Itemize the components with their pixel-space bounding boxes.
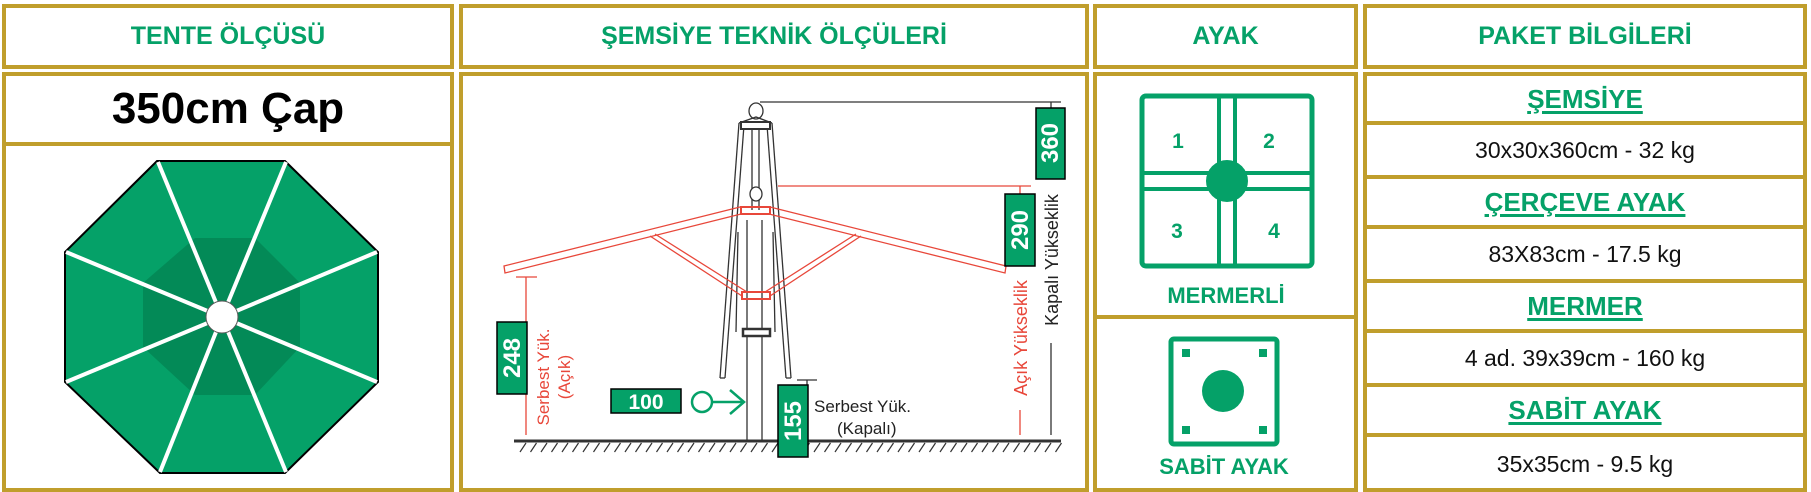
header-package-label: PAKET BİLGİLERİ	[1478, 22, 1692, 50]
package-value-umbrella: 30x30x360cm - 32 kg	[1367, 121, 1803, 179]
header-technical: ŞEMSİYE TEKNİK ÖLÇÜLERİ	[459, 4, 1089, 69]
package-value-text: 35x35cm - 9.5 kg	[1496, 451, 1674, 477]
fixed-base-label: SABİT AYAK	[1159, 454, 1289, 479]
canopy-size: 350cm Çap	[2, 72, 454, 146]
package-title-text: ŞEMSİYE	[1527, 84, 1643, 114]
package-title-umbrella: ŞEMSİYE	[1367, 76, 1803, 123]
marble-base-label: MERMERLİ	[1167, 283, 1285, 308]
header-technical-label: ŞEMSİYE TEKNİK ÖLÇÜLERİ	[601, 22, 947, 50]
header-canopy-size-label: TENTE ÖLÇÜSÜ	[130, 22, 326, 50]
package-value-text: 30x30x360cm - 32 kg	[1475, 136, 1695, 163]
package-title-fixed-base: SABİT AYAK	[1367, 385, 1803, 435]
package-title-marble: MERMER	[1367, 281, 1803, 331]
package-value-marble: 4 ad. 39x39cm - 160 kg	[1367, 329, 1803, 387]
header-package: PAKET BİLGİLERİ	[1363, 4, 1807, 69]
header-canopy-size: TENTE ÖLÇÜSÜ	[2, 4, 454, 69]
technical-panel	[459, 72, 1089, 492]
package-title-text: SABİT AYAK	[1508, 394, 1662, 425]
header-base-label: AYAK	[1192, 22, 1259, 50]
canopy-size-text: 350cm Çap	[111, 84, 345, 133]
package-title-frame-base: ÇERÇEVE AYAK	[1367, 177, 1803, 227]
package-value-text: 83X83cm - 17.5 kg	[1488, 240, 1682, 267]
package-title-text: ÇERÇEVE AYAK	[1484, 186, 1686, 217]
package-value-fixed-base: 35x35cm - 9.5 kg	[1367, 433, 1803, 492]
package-value-frame-base: 83X83cm - 17.5 kg	[1367, 225, 1803, 283]
base-marble-panel	[1093, 72, 1358, 319]
header-base: AYAK	[1093, 4, 1358, 69]
package-value-text: 4 ad. 39x39cm - 160 kg	[1464, 344, 1706, 371]
package-title-text: MERMER	[1527, 290, 1643, 321]
package-panel: ŞEMSİYE 30x30x360cm - 32 kg ÇERÇEVE AYAK…	[1363, 72, 1807, 492]
